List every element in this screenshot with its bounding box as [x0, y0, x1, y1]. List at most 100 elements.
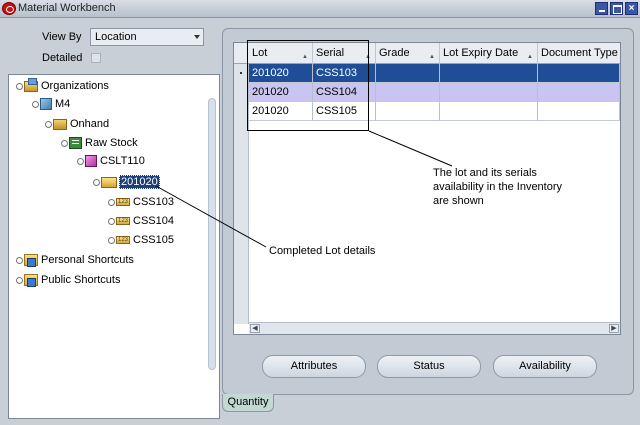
column-header-label: Lot [252, 47, 268, 59]
column-header-label: Lot Expiry Date [443, 47, 519, 59]
shortcut-folder-icon [24, 274, 38, 287]
tree-node-label: M4 [55, 98, 71, 110]
column-header-label: Document Type [541, 47, 618, 59]
column-header-label: Grade [379, 47, 410, 59]
cell-serial[interactable]: CSS105 [313, 102, 376, 121]
sort-icon: ▲ [429, 54, 435, 60]
cell-lot[interactable]: 201020 [249, 102, 313, 121]
cell-document-type[interactable] [538, 83, 620, 102]
cube-icon [40, 98, 52, 110]
folder-org-icon [24, 77, 38, 92]
onhand-icon [53, 118, 67, 130]
tree-toggle[interactable] [108, 236, 115, 244]
stock-icon [69, 137, 82, 149]
annotation-tree-note: Completed Lot details [269, 245, 376, 257]
current-row-indicator [240, 72, 242, 74]
oracle-app-icon [2, 2, 16, 15]
tree-toggle[interactable] [61, 139, 68, 147]
title-bar: Material Workbench × [0, 0, 640, 18]
quantity-grid[interactable]: Lot ▲ Serial ▲ Grade ▲ Lot Expiry Date ▲ Doc… [233, 42, 621, 335]
status-button[interactable]: Status [377, 355, 481, 378]
serial-icon: 123 [116, 198, 130, 206]
close-button[interactable]: × [625, 2, 638, 15]
column-header-lot-expiry-date[interactable]: Lot Expiry Date ▲ [440, 43, 538, 64]
tree-vertical-scrollbar[interactable] [208, 98, 216, 370]
cell-lot-expiry-date[interactable] [440, 83, 538, 102]
cell-grade[interactable] [376, 64, 440, 83]
tree-node-label: Raw Stock [85, 137, 138, 149]
tab-quantity[interactable]: Quantity [222, 394, 274, 412]
cell-serial[interactable]: CSS104 [313, 83, 376, 102]
cell-serial[interactable]: CSS103 [313, 64, 376, 83]
tree-node-onhand[interactable]: Onhand [45, 116, 110, 132]
row-selector-column[interactable] [234, 64, 249, 324]
tree-node-label: CSLT110 [100, 155, 145, 167]
tree-node-label: Onhand [70, 118, 110, 130]
cell-lot-expiry-date[interactable] [440, 102, 538, 121]
tree-node-css105[interactable]: 123 CSS105 [108, 232, 175, 248]
serial-icon: 123 [116, 236, 130, 244]
sort-icon: ▲ [302, 54, 308, 60]
view-by-value: Location [95, 31, 137, 43]
tree-node-label: Public Shortcuts [41, 274, 121, 286]
minimize-button[interactable] [595, 2, 608, 15]
table-row[interactable]: 201020 CSS103 [249, 64, 620, 83]
table-row[interactable]: 201020 CSS104 [249, 83, 620, 102]
view-by-label: View By [42, 31, 82, 43]
lot-icon [101, 176, 117, 188]
tree-node-label: CSS105 [133, 234, 174, 246]
tree-node-label: CSS103 [133, 196, 174, 208]
tree-toggle[interactable] [32, 100, 39, 108]
organization-tree[interactable] [8, 74, 220, 419]
tree-toggle[interactable] [77, 157, 84, 165]
maximize-button[interactable] [610, 2, 623, 15]
cell-grade[interactable] [376, 83, 440, 102]
tree-node-label-selected: 201020 [119, 175, 160, 189]
tree-toggle[interactable] [45, 120, 52, 128]
tree-node-m4[interactable]: M4 [32, 96, 71, 112]
chevron-down-icon [194, 35, 200, 39]
tree-node-lot-201020[interactable]: 201020 [93, 174, 160, 190]
cell-lot-expiry-date[interactable] [440, 64, 538, 83]
table-row[interactable]: 201020 CSS105 [249, 102, 620, 121]
tree-toggle[interactable] [16, 256, 23, 264]
tree-node-css104[interactable]: 123 CSS104 [108, 213, 175, 229]
annotation-highlight-box [247, 40, 369, 131]
view-by-select[interactable]: Location [90, 28, 204, 46]
tree-toggle[interactable] [16, 276, 23, 284]
tree-toggle[interactable] [108, 217, 115, 225]
tree-node-label: CSS104 [133, 215, 174, 227]
cell-document-type[interactable] [538, 64, 620, 83]
cell-lot[interactable]: 201020 [249, 83, 313, 102]
tree-node-label: Organizations [41, 80, 109, 92]
detailed-checkbox[interactable] [91, 53, 101, 63]
tree-node-personal-shortcuts[interactable]: Personal Shortcuts [16, 252, 135, 268]
tree-toggle[interactable] [93, 178, 100, 186]
column-header-label: Serial [316, 47, 345, 59]
shortcut-folder-icon [24, 254, 38, 267]
tree-node-organizations[interactable]: Organizations [16, 77, 110, 94]
cell-grade[interactable] [376, 102, 440, 121]
tree-node-css103[interactable]: 123 CSS103 [108, 194, 175, 210]
attributes-button[interactable]: Attributes [262, 355, 366, 378]
tree-node-label: Personal Shortcuts [41, 254, 134, 266]
tree-toggle[interactable] [108, 198, 115, 206]
column-header-lot[interactable]: Lot ▲ [249, 43, 313, 64]
annotation-grid-note: The lot and its serials availability in … [433, 167, 563, 207]
tree-node-cslt110[interactable]: CSLT110 [77, 153, 146, 169]
grid-horizontal-scrollbar[interactable]: ◀ ▶ [249, 322, 620, 334]
detailed-label: Detailed [42, 52, 83, 64]
tree-toggle[interactable] [16, 82, 23, 90]
tree-node-public-shortcuts[interactable]: Public Shortcuts [16, 272, 121, 288]
item-icon [85, 155, 97, 167]
column-header-grade[interactable]: Grade ▲ [376, 43, 440, 64]
scroll-right-icon[interactable]: ▶ [609, 324, 619, 333]
cell-lot[interactable]: 201020 [249, 64, 313, 83]
tree-node-raw-stock[interactable]: Raw Stock [61, 135, 139, 151]
column-header-document-type[interactable]: Document Type [538, 43, 622, 64]
sort-icon: ▲ [527, 54, 533, 60]
availability-button[interactable]: Availability [493, 355, 597, 378]
cell-document-type[interactable] [538, 102, 620, 121]
scroll-left-icon[interactable]: ◀ [250, 324, 260, 333]
